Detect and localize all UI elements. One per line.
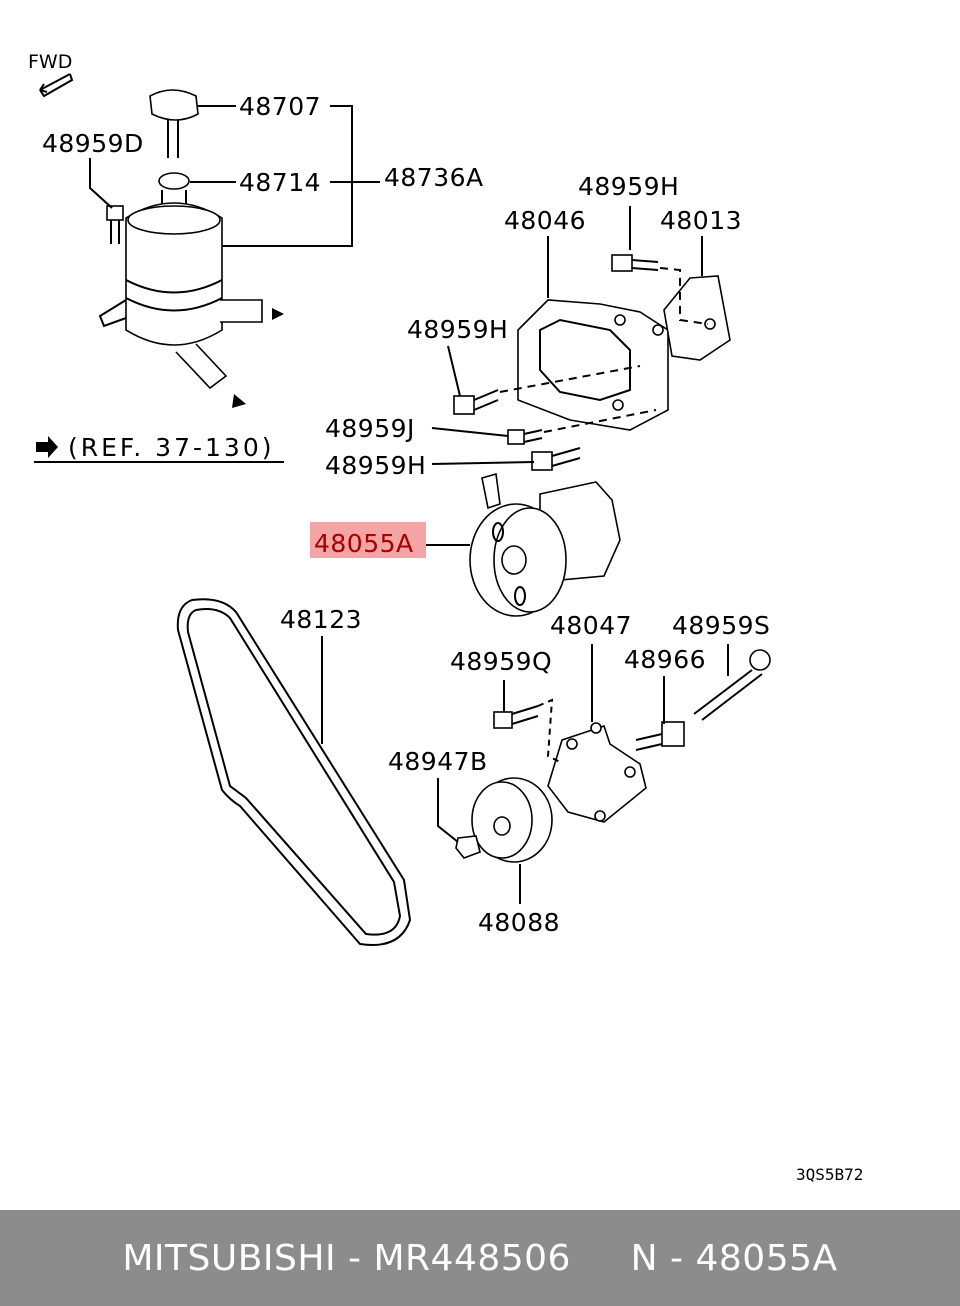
part-label-48088: 48088 <box>478 908 560 937</box>
fwd-arrow-icon <box>39 73 74 98</box>
bolt-48959S <box>693 649 771 721</box>
bolt-48959H-mid <box>453 389 499 415</box>
part-label-48959Q: 48959Q <box>450 647 552 676</box>
bracket-48046 <box>517 299 669 431</box>
part-label-48947B: 48947B <box>388 747 488 776</box>
figure-code: 3QS5B72 <box>796 1165 863 1184</box>
part-label-48959H-mid: 48959H <box>407 315 508 344</box>
highlight-48055A <box>310 522 426 558</box>
bolt-48959H-top <box>611 254 659 272</box>
part-label-48047: 48047 <box>550 611 632 640</box>
parts-diagram: FWD <box>28 51 863 1184</box>
footer-bar: MITSUBISHI - MR448506 N - 48055A <box>0 1210 960 1306</box>
bracket-48013 <box>663 275 731 361</box>
bolt-48959D <box>106 205 124 244</box>
footer-part-info: MITSUBISHI - MR448506 N - 48055A <box>122 1237 838 1279</box>
part-label-48959S: 48959S <box>672 611 770 640</box>
part-label-48959H-top: 48959H <box>578 172 679 201</box>
bolt-48959Q <box>493 698 561 763</box>
reservoir-cap-48707 <box>149 89 199 158</box>
reservoir-tank <box>98 202 284 408</box>
fwd-label: FWD <box>28 51 72 73</box>
part-label-48714: 48714 <box>239 168 321 197</box>
hose-arrow-icon <box>232 394 246 408</box>
part-label-48966: 48966 <box>624 645 706 674</box>
fwd-indicator: FWD <box>28 51 74 98</box>
drive-belt-48123 <box>176 598 412 946</box>
bolt-48959H-low <box>531 447 581 471</box>
part-label-48736A: 48736A <box>384 163 484 192</box>
part-label-48046: 48046 <box>504 206 586 235</box>
bolt-48959J <box>507 429 543 445</box>
part-label-48055A: 48055A <box>314 529 414 558</box>
idler-pulley-48088 <box>471 777 553 863</box>
power-steering-pump-48055A <box>469 472 621 617</box>
spacer-48966 <box>635 721 685 751</box>
part-label-48959J: 48959J <box>325 414 415 443</box>
nut-48947B <box>455 835 481 859</box>
part-label-48123: 48123 <box>280 605 362 634</box>
ref-arrow-icon <box>36 436 58 458</box>
part-label-48013: 48013 <box>660 206 742 235</box>
part-label-48959H-low: 48959H <box>325 451 426 480</box>
bracket-48047 <box>547 722 647 823</box>
ref-label: (REF. 37-130) <box>68 433 274 462</box>
hose-arrow-icon <box>272 308 284 320</box>
part-label-48707: 48707 <box>239 92 321 121</box>
part-label-48959D: 48959D <box>42 129 144 158</box>
